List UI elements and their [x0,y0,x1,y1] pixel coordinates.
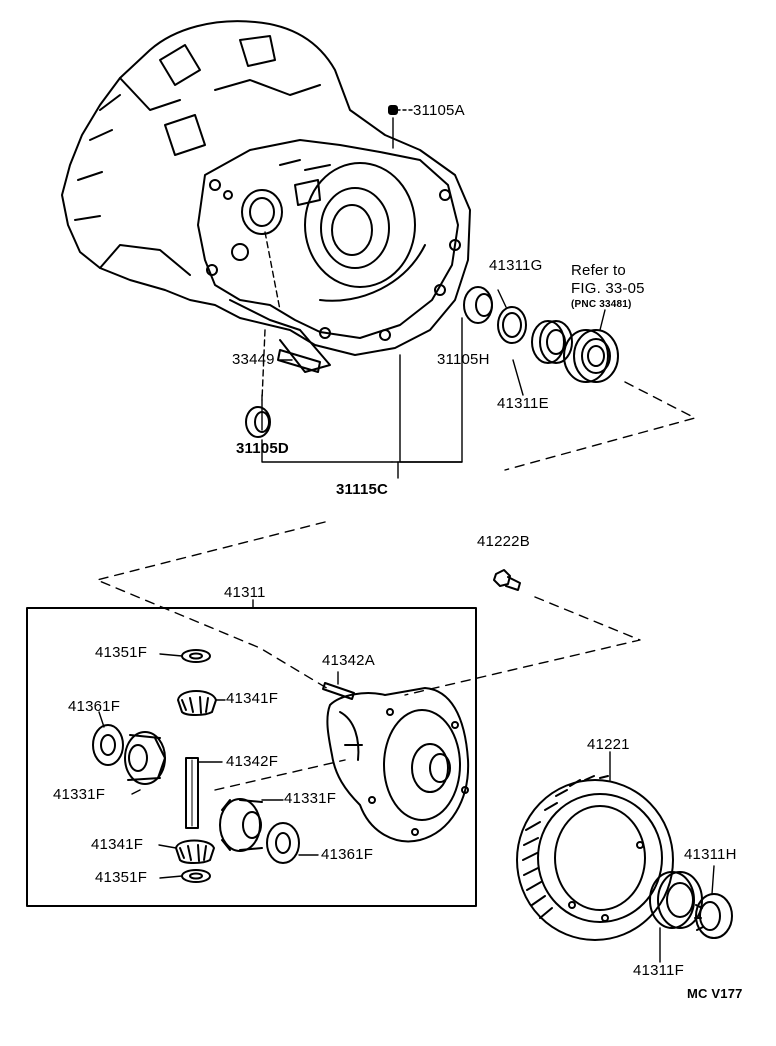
label-41331F-left: 41331F [53,786,106,803]
ring-gear-41221 [516,775,674,941]
reference-note-line2: FIG. 33-05 [571,280,645,297]
pinion-shaft-41342F [185,757,223,829]
label-33449: 33449 [232,351,275,368]
reference-note-line3: (PNC 33481) [571,299,632,310]
reference-note-line1: Refer to [571,262,626,279]
shim-41311H [694,893,733,939]
thrust-washer-41361F-left [92,724,124,766]
label-41221: 41221 [587,736,630,753]
label-41361F-left: 41361F [68,698,121,715]
label-41341F-bottom: 41341F [91,836,144,853]
label-41311G: 41311G [489,257,543,274]
side-gear-41331F-right [219,798,263,852]
label-41311H: 41311H [684,846,737,863]
label-41342F: 41342F [226,753,279,770]
oil-seal-31105D [245,406,271,438]
leader-41311H [711,865,715,895]
oil-receiver-33449 [277,349,321,373]
oil-seal-31105H [463,286,493,324]
bearing-41311E [531,320,573,364]
label-41222B: 41222B [477,533,530,550]
label-31115C: 31115C [336,481,389,498]
label-41351F-top: 41351F [95,644,148,661]
pin-41342A [322,682,355,700]
shim-41311G [497,306,527,344]
figure-code: MC V177 [687,986,743,1001]
label-41311E: 41311E [497,395,549,412]
washer-41351F-bottom [181,869,211,883]
transaxle-housing [61,20,471,373]
dashed-reference-lines [96,381,696,791]
washer-41351F-top [181,649,211,663]
label-31105D: 31105D [236,440,289,457]
side-gear-41331F-left [124,731,166,785]
pinion-gear-41341F-bottom [175,839,215,864]
bearing-ref-33481 [563,329,619,383]
label-41342A: 41342A [322,652,375,669]
label-41331F-right: 41331F [284,790,337,807]
label-41311: 41311 [224,584,266,601]
differential-case [326,687,470,843]
label-31105A: 31105A [413,102,465,119]
label-31105H: 31105H [437,351,490,368]
thrust-washer-41361F-right [266,822,300,864]
label-41361F-right: 41361F [321,846,374,863]
leader-lines-kit [98,653,339,879]
kit-box-41311 [26,607,477,907]
bolt-41222B [493,569,521,591]
label-41311F: 41311F [633,962,684,979]
leader-lines-upper [261,109,606,479]
label-41351F-bottom: 41351F [95,869,148,886]
label-41341F-top: 41341F [226,690,279,707]
pinion-gear-41341F-top [177,690,217,716]
